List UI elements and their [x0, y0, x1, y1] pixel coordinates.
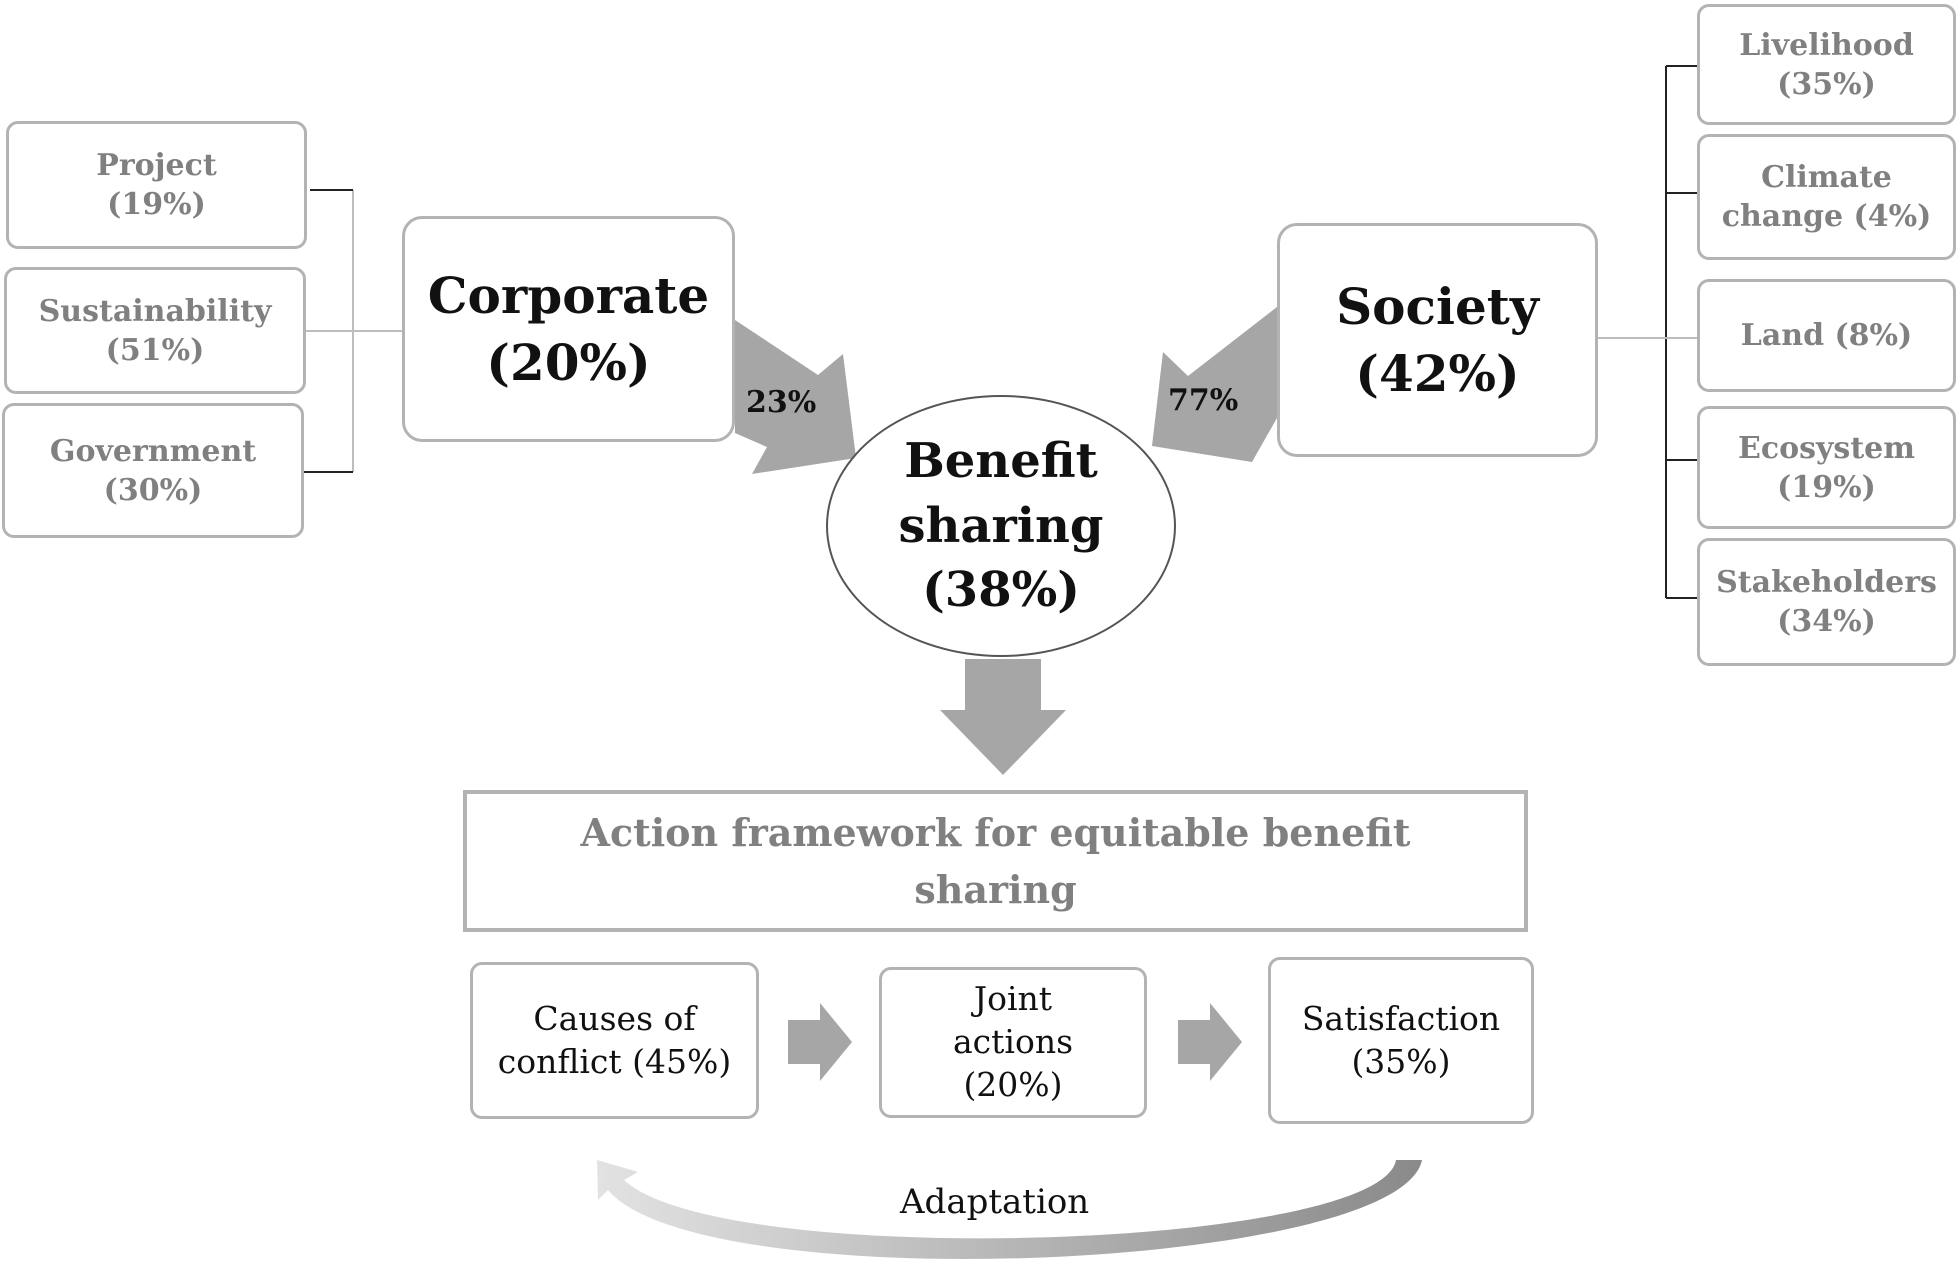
benefit-sharing-oval: Benefit sharing (38%): [826, 395, 1176, 657]
left-factor-government: Government (30%): [2, 403, 304, 538]
factor-line: (19%): [1777, 469, 1876, 505]
corporate-value: (20%): [486, 333, 651, 392]
benefit-line: sharing: [898, 497, 1104, 554]
factor-line: Ecosystem: [1737, 430, 1916, 466]
adaptation-loop-arrow: [597, 1160, 1422, 1260]
factor-value: (19%): [107, 187, 206, 222]
left-factor-project: Project (19%): [6, 121, 307, 249]
step-line: Causes of: [533, 998, 696, 1038]
factor-line: Livelihood: [1739, 27, 1914, 63]
benefit-line: Benefit: [904, 432, 1098, 489]
step-line: (35%): [1351, 1041, 1451, 1081]
corporate-arrow: [735, 320, 856, 474]
factor-name: Project: [96, 148, 217, 183]
right-factor-ecosystem: Ecosystem (19%): [1697, 406, 1956, 529]
factor-line: (34%): [1777, 604, 1876, 639]
factor-line: Land (8%): [1740, 318, 1913, 353]
factor-line: change (4%): [1721, 199, 1932, 234]
corporate-box: Corporate (20%): [402, 216, 735, 442]
step-arrow-2: [1178, 1003, 1242, 1081]
society-box: Society (42%): [1277, 223, 1598, 457]
society-contribution: 77%: [1168, 383, 1239, 418]
factor-value: (51%): [105, 332, 205, 368]
step-line: actions: [952, 1022, 1074, 1062]
society-value: (42%): [1355, 344, 1520, 403]
step-causes-of-conflict: Causes of conflict (45%): [470, 962, 759, 1119]
factor-line: (35%): [1777, 66, 1876, 102]
society-name: Society: [1336, 276, 1539, 336]
step-joint-actions: Joint actions (20%): [879, 967, 1147, 1118]
down-arrow: [940, 659, 1066, 775]
step-line: Joint: [973, 979, 1053, 1019]
adaptation-label: Adaptation: [900, 1182, 1090, 1222]
left-factor-sustainability: Sustainability (51%): [4, 267, 306, 394]
right-factor-livelihood: Livelihood (35%): [1697, 4, 1956, 125]
step-line: conflict (45%): [497, 1041, 732, 1081]
factor-name: Sustainability: [38, 293, 272, 329]
factor-name: Government: [49, 433, 257, 469]
step-line: Satisfaction: [1301, 998, 1501, 1038]
right-bracket: [1598, 65, 1697, 599]
benefit-line: (38%): [922, 562, 1080, 619]
left-bracket: [304, 189, 402, 473]
step-line: (20%): [963, 1064, 1063, 1104]
framework-line: sharing: [914, 867, 1077, 912]
factor-line: Climate: [1761, 160, 1892, 195]
factor-line: Stakeholders: [1716, 565, 1937, 600]
right-factor-stakeholders: Stakeholders (34%): [1697, 538, 1956, 666]
action-framework-box: Action framework for equitable benefit s…: [463, 790, 1528, 932]
corporate-name: Corporate: [427, 265, 710, 325]
society-arrow: [1152, 307, 1277, 462]
step-arrow-1: [788, 1003, 852, 1081]
right-factor-land: Land (8%): [1697, 279, 1956, 392]
corporate-contribution: 23%: [746, 385, 817, 420]
step-satisfaction: Satisfaction (35%): [1268, 957, 1534, 1124]
framework-line: Action framework for equitable benefit: [580, 810, 1411, 855]
factor-value: (30%): [103, 472, 203, 508]
right-factor-climate-change: Climate change (4%): [1697, 134, 1956, 260]
